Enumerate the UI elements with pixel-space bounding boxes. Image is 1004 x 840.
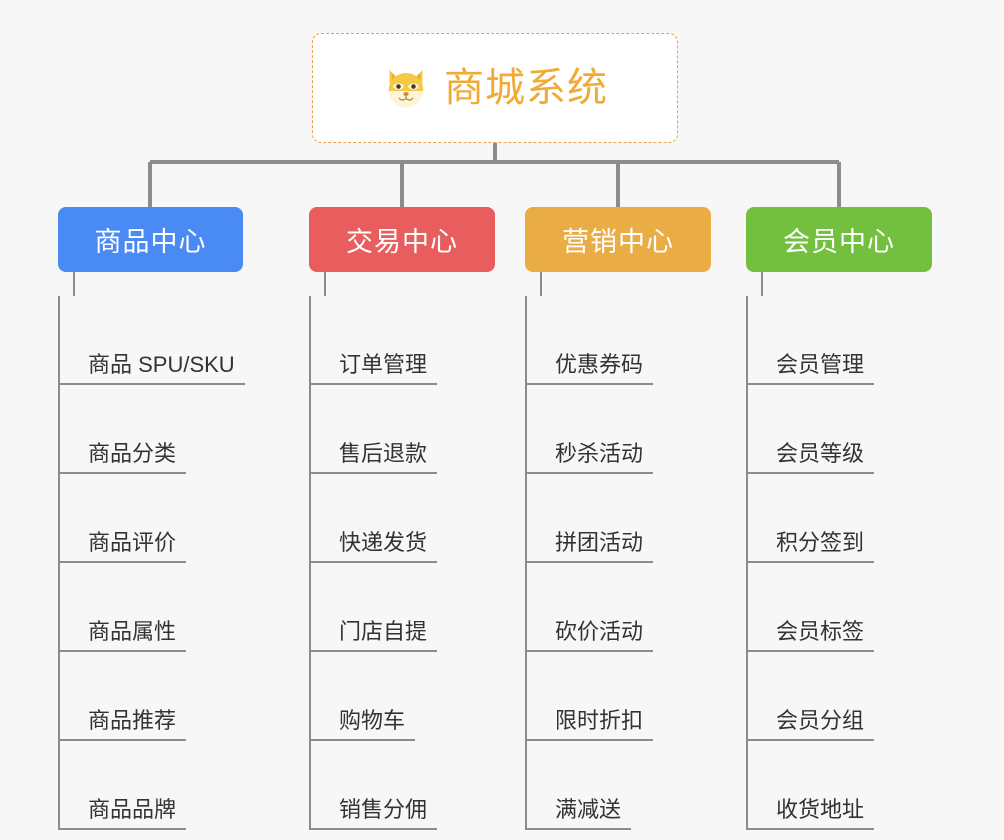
leaf-item[interactable]: 砍价活动: [525, 563, 711, 652]
leaf-label: 满减送: [525, 797, 632, 830]
leaf-item[interactable]: 快递发货: [309, 474, 495, 563]
category-header-label-2: 营销中心: [562, 227, 674, 257]
category-column-营销中心: 营销中心 优惠券码 秒杀活动 拼团活动 砍价活动 限时折扣 满减送: [525, 207, 711, 830]
leaf-label: 会员分组: [746, 708, 875, 741]
category-header-2[interactable]: 营销中心: [525, 207, 711, 272]
leaf-item[interactable]: 销售分佣: [309, 741, 495, 830]
category-header-3[interactable]: 会员中心: [746, 207, 932, 272]
leaf-item[interactable]: 会员等级: [746, 385, 932, 474]
shiba-dog-face-icon: [382, 64, 430, 112]
leaf-label: 砍价活动: [525, 619, 654, 652]
leaf-item[interactable]: 限时折扣: [525, 652, 711, 741]
leaf-item[interactable]: 购物车: [309, 652, 495, 741]
category-column-交易中心: 交易中心 订单管理 售后退款 快递发货 门店自提 购物车 销售分佣: [309, 207, 495, 830]
category-header-label-3: 会员中心: [783, 227, 895, 257]
leaf-item[interactable]: 优惠券码: [525, 296, 711, 385]
leaf-label: 积分签到: [746, 530, 875, 563]
leaf-label: 会员标签: [746, 619, 875, 652]
root-node-商城系统[interactable]: 商城系统: [312, 33, 678, 143]
leaf-item[interactable]: 会员管理: [746, 296, 932, 385]
leaf-label: 会员管理: [746, 352, 875, 385]
leaf-label: 收货地址: [746, 797, 875, 830]
leaf-item[interactable]: 商品 SPU/SKU: [58, 296, 280, 385]
leaf-item[interactable]: 商品属性: [58, 563, 280, 652]
root-title: 商城系统: [444, 66, 608, 110]
leaf-item[interactable]: 拼团活动: [525, 474, 711, 563]
leaf-label: 商品属性: [58, 619, 187, 652]
leaf-label: 订单管理: [309, 352, 438, 385]
leaf-item[interactable]: 售后退款: [309, 385, 495, 474]
leaf-label: 秒杀活动: [525, 441, 654, 474]
leaf-label: 优惠券码: [525, 352, 654, 385]
leaf-label: 商品评价: [58, 530, 187, 563]
leaf-item[interactable]: 商品推荐: [58, 652, 280, 741]
leaf-item[interactable]: 商品评价: [58, 474, 280, 563]
leaf-list-1: 订单管理 售后退款 快递发货 门店自提 购物车 销售分佣: [309, 296, 495, 830]
leaf-list-3: 会员管理 会员等级 积分签到 会员标签 会员分组 收货地址: [746, 296, 932, 830]
category-header-1[interactable]: 交易中心: [309, 207, 495, 272]
leaf-item[interactable]: 会员标签: [746, 563, 932, 652]
category-header-label-0: 商品中心: [94, 227, 207, 257]
leaf-label: 商品分类: [58, 441, 187, 474]
leaf-label: 销售分佣: [309, 797, 438, 830]
leaf-item[interactable]: 收货地址: [746, 741, 932, 830]
leaf-item[interactable]: 会员分组: [746, 652, 932, 741]
category-header-0[interactable]: 商品中心: [58, 207, 243, 272]
leaf-item[interactable]: 秒杀活动: [525, 385, 711, 474]
category-header-label-1: 交易中心: [346, 227, 458, 257]
leaf-label: 商品品牌: [58, 797, 187, 830]
leaf-label: 快递发货: [309, 530, 438, 563]
leaf-item[interactable]: 积分签到: [746, 474, 932, 563]
leaf-item[interactable]: 门店自提: [309, 563, 495, 652]
leaf-label: 会员等级: [746, 441, 875, 474]
leaf-label: 售后退款: [309, 441, 438, 474]
leaf-label: 商品 SPU/SKU: [58, 352, 245, 385]
category-column-商品中心: 商品中心 商品 SPU/SKU 商品分类 商品评价 商品属性 商品推荐 商品品牌: [58, 207, 280, 830]
leaf-list-0: 商品 SPU/SKU 商品分类 商品评价 商品属性 商品推荐 商品品牌: [58, 296, 280, 830]
leaf-item[interactable]: 满减送: [525, 741, 711, 830]
leaf-item[interactable]: 商品品牌: [58, 741, 280, 830]
leaf-list-2: 优惠券码 秒杀活动 拼团活动 砍价活动 限时折扣 满减送: [525, 296, 711, 830]
leaf-item[interactable]: 商品分类: [58, 385, 280, 474]
leaf-label: 商品推荐: [58, 708, 187, 741]
leaf-label: 限时折扣: [525, 708, 654, 741]
leaf-item[interactable]: 订单管理: [309, 296, 495, 385]
leaf-label: 购物车: [309, 708, 416, 741]
leaf-label: 拼团活动: [525, 530, 654, 563]
leaf-label: 门店自提: [309, 619, 438, 652]
category-column-会员中心: 会员中心 会员管理 会员等级 积分签到 会员标签 会员分组 收货地址: [746, 207, 932, 830]
